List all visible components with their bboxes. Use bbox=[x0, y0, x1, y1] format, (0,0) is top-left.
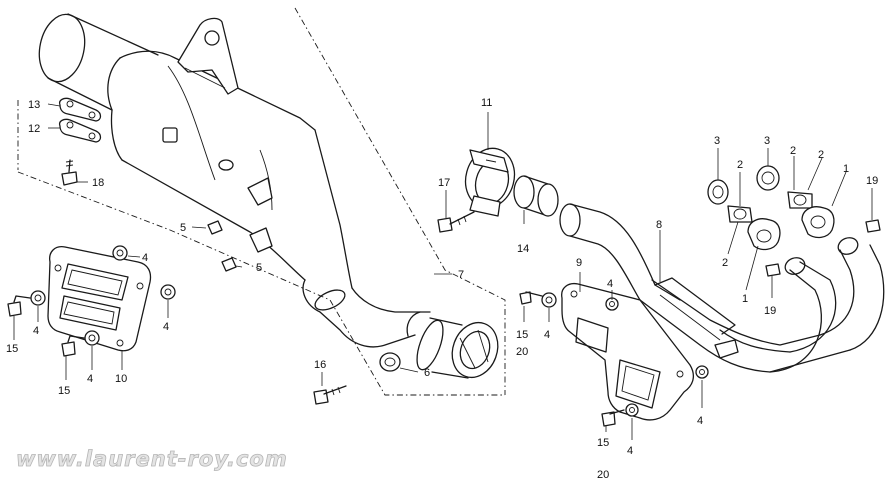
callout-15: 15 bbox=[597, 437, 609, 449]
clamp-band-11 bbox=[464, 147, 516, 217]
small-gaskets bbox=[58, 97, 102, 143]
bolt-16 bbox=[313, 385, 347, 405]
callout-12: 12 bbox=[28, 123, 40, 135]
callout-16: 16 bbox=[314, 359, 326, 371]
callout-15: 15 bbox=[58, 385, 70, 397]
callout-19: 19 bbox=[866, 175, 878, 187]
callout-6: 6 bbox=[424, 367, 430, 379]
watermark-text: www.laurent-roy.com bbox=[16, 447, 288, 471]
callout-15: 15 bbox=[516, 329, 528, 341]
callout-4: 4 bbox=[163, 321, 169, 333]
leader-lines bbox=[13, 103, 873, 440]
callout-15: 15 bbox=[6, 343, 18, 355]
callout-2: 2 bbox=[737, 159, 743, 171]
callout-4: 4 bbox=[697, 415, 703, 427]
exhaust-pipes-8 bbox=[559, 203, 885, 373]
part-callouts: 13 12 18 5 5 4 4 4 4 15 15 10 16 6 7 11 … bbox=[6, 97, 878, 481]
callout-4: 4 bbox=[607, 278, 613, 290]
callout-9: 9 bbox=[576, 257, 582, 269]
callout-18: 18 bbox=[92, 177, 104, 189]
callout-20: 20 bbox=[597, 469, 609, 481]
nuts-5 bbox=[207, 220, 237, 272]
callout-4: 4 bbox=[627, 445, 633, 457]
callout-2: 2 bbox=[818, 149, 824, 161]
callout-2: 2 bbox=[722, 257, 728, 269]
heat-shield-10 bbox=[47, 246, 152, 352]
callout-13: 13 bbox=[28, 99, 40, 111]
callout-19: 19 bbox=[764, 305, 776, 317]
joint-collars-rings bbox=[707, 165, 881, 277]
callout-20: 20 bbox=[516, 346, 528, 358]
callout-3: 3 bbox=[764, 135, 770, 147]
assembly-guide-lines bbox=[17, 7, 506, 396]
callout-4: 4 bbox=[142, 252, 148, 264]
callout-4: 4 bbox=[87, 373, 93, 385]
callout-4: 4 bbox=[33, 325, 39, 337]
callout-2: 2 bbox=[790, 145, 796, 157]
heat-shield-9 bbox=[561, 282, 695, 421]
callout-8: 8 bbox=[656, 219, 662, 231]
callout-1: 1 bbox=[742, 293, 748, 305]
tail-pipe-clamp bbox=[379, 317, 499, 379]
muffler-assembly bbox=[38, 13, 431, 348]
washers-bolts-right bbox=[519, 291, 709, 427]
bolt-18 bbox=[61, 159, 78, 186]
callout-11: 11 bbox=[481, 97, 492, 109]
bolt-17 bbox=[437, 211, 475, 233]
callout-5: 5 bbox=[256, 262, 262, 274]
callout-4: 4 bbox=[544, 329, 550, 341]
callout-7: 7 bbox=[458, 269, 464, 281]
callout-5: 5 bbox=[180, 222, 186, 234]
callout-10: 10 bbox=[115, 373, 127, 385]
callout-3: 3 bbox=[714, 135, 720, 147]
washers-bolts-left bbox=[7, 245, 176, 357]
callout-14: 14 bbox=[517, 243, 529, 255]
sleeve-14 bbox=[513, 175, 559, 217]
callout-17: 17 bbox=[438, 177, 450, 189]
callout-1: 1 bbox=[843, 163, 849, 175]
